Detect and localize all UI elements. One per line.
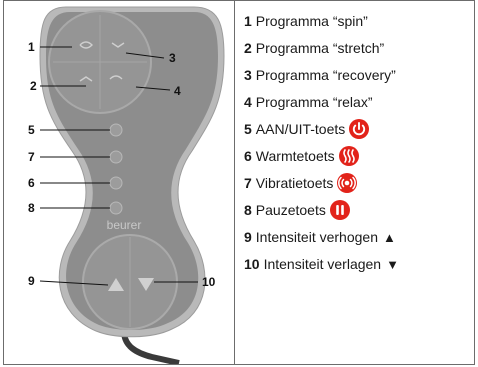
- power-icon: [348, 118, 370, 140]
- arrow-down-icon: ▼: [386, 257, 399, 272]
- callout-4: 4: [174, 84, 181, 98]
- pause-button[interactable]: [110, 202, 122, 214]
- vibration-icon: [336, 172, 358, 194]
- column-divider: [234, 0, 235, 365]
- callout-8: 8: [28, 201, 35, 215]
- callout-3: 3: [169, 51, 176, 65]
- brand-logo: beurer: [107, 218, 142, 232]
- remote-control-drawing: beurer: [4, 1, 233, 364]
- callout-6: 6: [28, 176, 35, 190]
- callout-9: 9: [28, 274, 35, 288]
- vibration-button[interactable]: [110, 151, 122, 163]
- power-button[interactable]: [110, 124, 122, 136]
- callout-1: 1: [28, 40, 35, 54]
- arrow-up-icon: ▲: [383, 230, 396, 245]
- heat-icon: [338, 145, 360, 167]
- heat-button[interactable]: [110, 177, 122, 189]
- pause-icon: [329, 199, 351, 221]
- callout-10: 10: [202, 275, 215, 289]
- callout-7: 7: [28, 150, 35, 164]
- remote-control-illustration: beurer 1 2 3 4 5 7 6 8 9 10: [4, 1, 233, 364]
- callout-5: 5: [28, 123, 35, 137]
- callout-2: 2: [30, 79, 37, 93]
